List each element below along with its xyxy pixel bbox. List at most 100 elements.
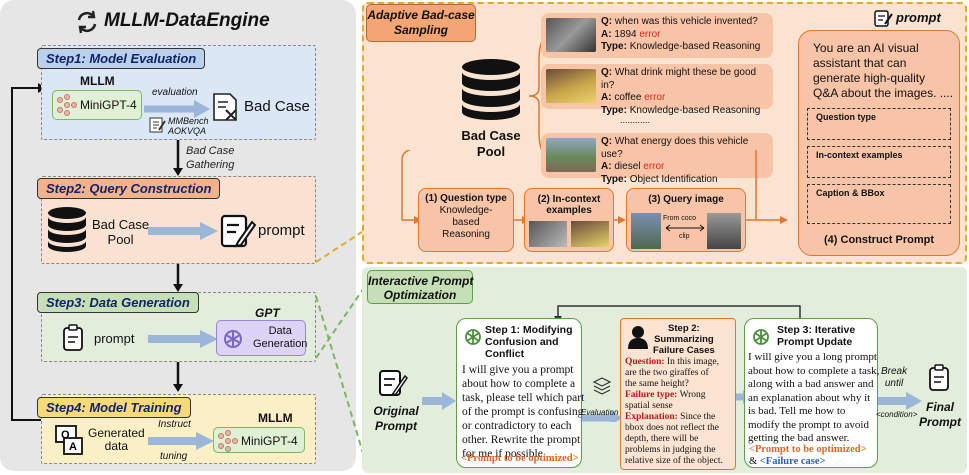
query-image-2	[707, 213, 741, 249]
step3-card-title: Step 3: Iterative Prompt Update	[777, 324, 856, 348]
query-image-1	[631, 213, 661, 249]
benchmark-names: MMBench AOKVQA	[168, 116, 209, 136]
step2-card: Step 2: Summarizing Failure Cases Questi…	[620, 318, 736, 470]
question-label: Question:	[625, 357, 665, 367]
cycle-icon	[77, 10, 97, 34]
prompt-card-text: You are an AI visual assistant that can …	[813, 41, 954, 100]
example-image-1	[529, 221, 567, 247]
step3-card-tail1: <Prompt to be optimized>	[749, 444, 867, 455]
slot-incontext: In-context examples	[807, 146, 951, 178]
qa-question: What energy does this vehicle use?	[601, 136, 749, 160]
failure-type-label: Failure type:	[625, 390, 678, 400]
evaluation-arrow	[144, 100, 210, 118]
data-generation-label: Data Generation	[253, 325, 308, 350]
bus-thumbnail	[546, 138, 596, 172]
query-image-title: (3) Query image	[648, 194, 724, 205]
explanation-label: Explanation:	[625, 412, 678, 422]
step2-tag: Step2: Query Construction	[37, 178, 221, 199]
prompt-label: prompt	[258, 222, 305, 239]
openai-icon	[465, 329, 481, 345]
benchmark-icon	[149, 117, 166, 133]
a-label: A:	[601, 28, 612, 40]
vehicle-thumbnail	[546, 18, 596, 52]
tuning-arrow	[148, 432, 214, 450]
interactive-title: Interactive Prompt Optimization	[367, 270, 473, 304]
openai-icon	[224, 330, 242, 348]
pool-brace	[528, 33, 554, 159]
clip-label: clip	[679, 233, 690, 240]
network-icon	[218, 430, 238, 452]
q-label: Q:	[601, 67, 613, 78]
q-label: Q:	[601, 136, 613, 147]
generation-arrow	[148, 330, 218, 348]
evaluation-arrow-2	[582, 377, 622, 422]
step1-card-title: Step 1: Modifying Confusion and Conflict	[485, 324, 573, 360]
svg-text:Q: Q	[61, 429, 70, 441]
incontext-box: (2) In-context examples	[524, 188, 614, 252]
final-arrow	[878, 392, 922, 410]
tuning-label: tuning	[160, 451, 188, 462]
more-dots: ............	[620, 115, 651, 125]
q-label: Q:	[601, 16, 613, 27]
banana-thumbnail	[546, 69, 596, 103]
database-icon-2	[462, 59, 520, 120]
final-prompt-label: Final Prompt	[919, 400, 961, 429]
step2-card-body: Question: In this image, are the two gir…	[625, 357, 723, 467]
data-generation-box: Data Generation	[216, 320, 308, 356]
original-arrow	[422, 392, 456, 410]
model-name-2: MiniGPT-4	[241, 434, 298, 448]
prompt-card-title: prompt	[896, 10, 941, 25]
bad-case-icon	[213, 93, 237, 121]
minigpt4-box: MiniGPT-4	[52, 90, 142, 120]
prompt-card: You are an AI visual assistant that can …	[798, 30, 960, 256]
clipboard-icon	[63, 324, 83, 351]
step3-card-body: I will give you a long prompt about how …	[748, 351, 880, 444]
a-label: A:	[601, 92, 612, 103]
construct-prompt-label: (4) Construct Prompt	[824, 234, 934, 246]
step3-prompt: prompt	[94, 331, 135, 346]
step2-card-title: Step 2: Summarizing Failure Cases	[653, 323, 715, 356]
type-label: Type:	[601, 173, 627, 185]
pool-label: Bad Case Pool	[92, 217, 150, 247]
qa-card-1: Q: when was this vehicle invented? A: 18…	[541, 13, 773, 58]
step4-tag: Step4: Model Training	[37, 397, 191, 418]
step3-card: Step 3: Iterative Prompt Update I will g…	[744, 318, 880, 469]
qa-type: Knowledge-based Reasoning	[629, 104, 761, 116]
question-type-value: Knowledge- based Reasoning	[439, 205, 493, 240]
slot-question-type: Question type	[807, 108, 951, 140]
incontext-title: (2) In-context examples	[537, 194, 601, 216]
model-name: MiniGPT-4	[80, 98, 137, 112]
step3-card-tail2: & <Failure case>	[749, 455, 826, 469]
ampersand: &	[749, 456, 758, 467]
question-type-box: (1) Question type Knowledge- based Reaso…	[418, 188, 514, 252]
openai-icon	[753, 329, 769, 345]
qa-answer: 1894	[614, 28, 637, 40]
example-image-2	[571, 221, 609, 247]
condition-label: <condition>	[876, 410, 918, 419]
error-mark: error	[643, 161, 665, 172]
evaluation-label-2: Evaluation	[581, 408, 619, 417]
generated-data-icon: QA	[55, 425, 83, 455]
step1-card-body: I will give you a prompt about how to co…	[462, 364, 585, 460]
query-image-box: (3) Query image From coco clip	[626, 188, 746, 252]
bad-case-label: Bad Case	[244, 98, 310, 115]
failure-explanation: Since the bbox does not reflect the dept…	[625, 412, 723, 466]
instruct-label: Instruct	[158, 419, 191, 430]
prompt-edit-icon	[220, 214, 256, 248]
pool-arrow	[148, 222, 218, 240]
step3-tag: Step3: Data Generation	[37, 292, 199, 313]
gathering-label: Bad Case Gathering	[186, 145, 235, 171]
slot-caption-bbox: Caption & BBox	[807, 184, 951, 224]
qa-question: when was this vehicle invented?	[614, 16, 758, 27]
double-arrow	[665, 224, 705, 232]
generated-data-label: Generated data	[88, 426, 145, 453]
network-icon	[57, 94, 77, 116]
loop-arrows	[11, 83, 183, 421]
qa-question: What drink might these be good in?	[601, 67, 757, 91]
a-label: A:	[601, 161, 612, 172]
adaptive-pool-label: Bad Case Pool	[461, 128, 521, 159]
failure-case-tag: <Failure case>	[759, 456, 826, 467]
qa-card-2: Q: What drink might these be good in? A:…	[541, 64, 773, 116]
adaptive-title: Adaptive Bad-case Sampling	[366, 4, 476, 42]
qa-type: Object Identification	[629, 173, 718, 185]
